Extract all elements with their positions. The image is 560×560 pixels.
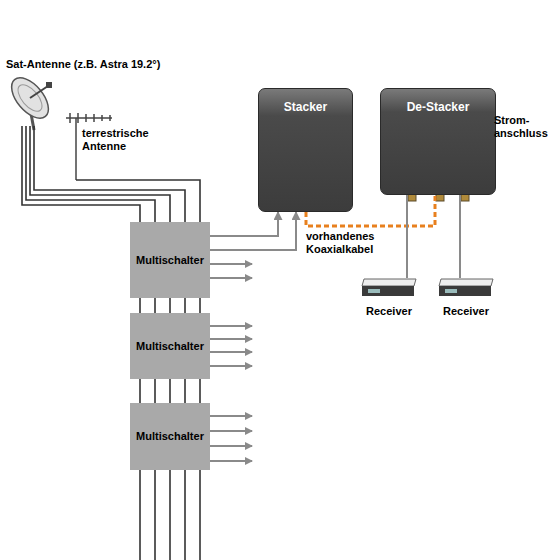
satellite-dish: [5, 71, 56, 130]
annotation-label: terrestrische Antenne: [82, 127, 162, 153]
multiswitch-box: Multischalter: [130, 313, 210, 379]
node-label: Receiver: [348, 305, 430, 318]
node-label: Receiver: [425, 305, 507, 318]
node-label: Multischalter: [136, 340, 204, 353]
node-label: De-Stacker: [381, 101, 495, 114]
receiver-icon: [360, 278, 418, 298]
receiver-icon: [437, 278, 495, 298]
multiswitch-box: Multischalter: [130, 222, 210, 298]
signal-line: [210, 212, 278, 236]
edge-label: vorhandenes Koaxialkabel: [304, 230, 400, 256]
stacker-box: Stacker: [258, 88, 353, 212]
switch-outputs: [210, 264, 252, 461]
signal-line: [406, 195, 408, 278]
receiver-box: Receiver: [437, 278, 495, 298]
annotation-label: Sat-Antenne (z.B. Astra 19.2°): [6, 58, 160, 71]
signal-line: [459, 195, 461, 278]
node-label: Multischalter: [136, 430, 204, 443]
signal-line: [210, 212, 296, 250]
multiswitch-box: Multischalter: [130, 403, 210, 470]
destacker-box: De-Stacker: [380, 88, 496, 195]
node-label: Stacker: [259, 101, 352, 114]
receiver-box: Receiver: [360, 278, 418, 298]
node-label: Multischalter: [136, 254, 204, 267]
annotation-label: Strom- anschluss: [494, 114, 556, 140]
